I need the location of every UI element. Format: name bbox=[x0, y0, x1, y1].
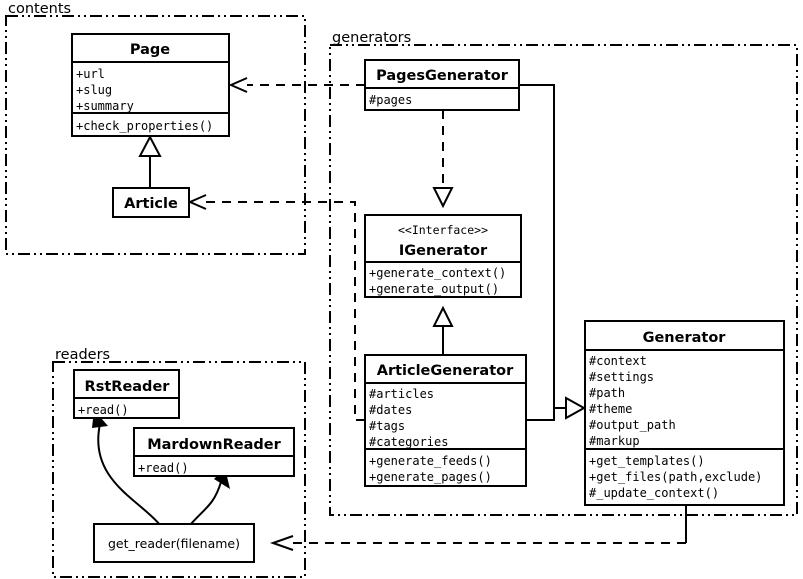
function-box-get-reader[interactable]: get_reader(filename) bbox=[93, 523, 255, 563]
class-name-generator: Generator bbox=[643, 330, 727, 346]
class-attribute: #articles bbox=[369, 387, 434, 401]
class-method: +generate_pages() bbox=[369, 470, 492, 484]
relation-pagesgenerator-realizes-igenerator bbox=[432, 110, 454, 209]
class-box-mardown-reader[interactable]: MardownReader +read() bbox=[133, 427, 295, 477]
class-attribute: #path bbox=[589, 386, 625, 400]
class-method: +generate_context() bbox=[369, 266, 506, 280]
package-label-readers: readers bbox=[55, 347, 110, 363]
class-box-igenerator[interactable]: <<Interface>> IGenerator +generate_conte… bbox=[364, 214, 522, 298]
relation-articlegenerator-extends-generator bbox=[526, 408, 555, 421]
function-label-get-reader: get_reader(filename) bbox=[108, 536, 240, 551]
class-method: +read() bbox=[78, 403, 129, 417]
relation-pagesgenerator-extends-generator bbox=[519, 84, 587, 420]
class-attribute: #markup bbox=[589, 434, 640, 448]
class-name-rst-reader: RstReader bbox=[85, 379, 171, 395]
relation-articlegenerator-uses-article bbox=[187, 194, 365, 421]
package-border-generators bbox=[329, 44, 798, 516]
class-attribute: #categories bbox=[369, 435, 448, 449]
class-name-article-generator: ArticleGenerator bbox=[377, 363, 514, 379]
class-box-page[interactable]: Page +url +slug +summary +check_properti… bbox=[71, 33, 230, 137]
class-attribute: #theme bbox=[589, 402, 632, 416]
class-attribute: #output_path bbox=[589, 418, 676, 432]
class-method: +read() bbox=[138, 461, 189, 475]
class-name-page: Page bbox=[130, 42, 170, 58]
class-name-article: Article bbox=[124, 196, 178, 212]
class-method: +get_files(path,exclude) bbox=[589, 470, 762, 484]
package-label-generators: generators bbox=[332, 30, 411, 46]
class-method: +generate_output() bbox=[369, 282, 499, 296]
class-box-pages-generator[interactable]: PagesGenerator #pages bbox=[364, 59, 520, 111]
class-attribute: #context bbox=[589, 354, 647, 368]
relation-pagesgenerator-uses-page bbox=[228, 77, 365, 93]
class-method: +get_templates() bbox=[589, 454, 705, 468]
class-name-pages-generator: PagesGenerator bbox=[376, 68, 509, 84]
package-border-contents bbox=[5, 15, 306, 255]
class-box-article-generator[interactable]: ArticleGenerator #articles #dates #tags … bbox=[364, 354, 527, 487]
class-attribute: +summary bbox=[76, 99, 134, 113]
class-method: +generate_feeds() bbox=[369, 454, 492, 468]
class-box-generator[interactable]: Generator #context #settings #path #them… bbox=[584, 320, 785, 506]
relation-generator-uses-getreader bbox=[269, 505, 687, 551]
package-label-contents: contents bbox=[8, 1, 71, 17]
class-name-mardown-reader: MardownReader bbox=[147, 437, 281, 453]
class-attribute: +slug bbox=[76, 83, 112, 97]
class-box-rst-reader[interactable]: RstReader +read() bbox=[73, 369, 180, 419]
class-box-article[interactable]: Article bbox=[112, 187, 190, 218]
relation-article-generalizes-page bbox=[138, 134, 162, 188]
class-attribute: #settings bbox=[589, 370, 654, 384]
class-attribute: #dates bbox=[369, 403, 412, 417]
package-border-readers bbox=[52, 361, 306, 578]
relation-articlegenerator-realizes-igenerator bbox=[432, 305, 454, 355]
class-attribute: +url bbox=[76, 67, 105, 81]
class-stereotype-igenerator: <<Interface>> bbox=[398, 223, 488, 237]
class-method: +check_properties() bbox=[76, 119, 213, 133]
class-attribute: #tags bbox=[369, 419, 405, 433]
class-name-igenerator: IGenerator bbox=[399, 243, 488, 259]
class-method: #_update_context() bbox=[589, 486, 719, 500]
class-attribute: #pages bbox=[369, 93, 412, 107]
